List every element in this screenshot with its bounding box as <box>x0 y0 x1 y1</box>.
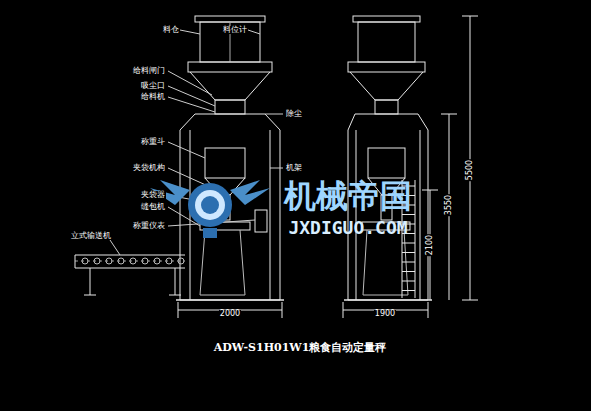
watermark-text: 机械帝国 <box>283 180 413 212</box>
part-name: 夹袋器 <box>140 191 166 199</box>
part-name: 称重斗 <box>140 138 166 146</box>
drawing-title: ADW-S1H01W1粮食自动定量秤 <box>213 342 388 353</box>
part-name: 料位计 <box>222 26 248 34</box>
watermark-text: JXDIGUO.COM <box>287 219 408 237</box>
part-name: 夹袋机构 <box>132 164 166 172</box>
dimension-text: 1900 <box>374 310 396 318</box>
part-name: 机架 <box>285 164 303 172</box>
part-name: 给料机 <box>140 93 166 101</box>
dimension-text: 3550 <box>445 194 453 216</box>
part-name: 料仓 <box>162 26 180 34</box>
part-name: 立式输送机 <box>70 232 112 240</box>
part-name: 缝包机 <box>140 203 166 211</box>
part-name: 给料闸门 <box>132 67 166 75</box>
dimension-text: 5500 <box>466 159 474 181</box>
dimension-text: 2100 <box>426 234 434 256</box>
part-name: 称重仪表 <box>132 222 166 230</box>
dimension-text: 2000 <box>219 310 241 318</box>
part-name: 除尘 <box>285 110 303 118</box>
part-name: 吸尘口 <box>140 82 166 90</box>
